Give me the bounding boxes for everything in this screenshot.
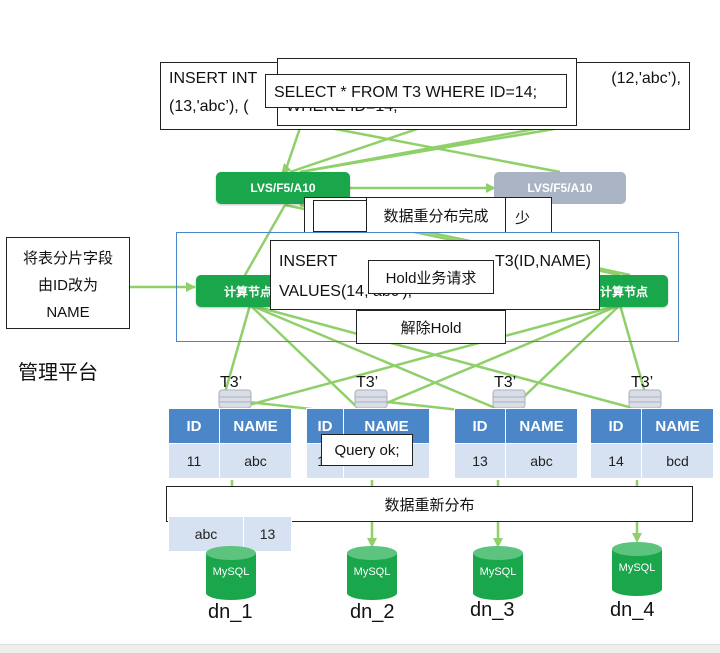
table-cell: 14 <box>590 443 642 479</box>
table-header-id: ID <box>168 408 220 444</box>
redistribute-bar-text: 数据重新分布 <box>384 496 475 514</box>
insert-line1-right: (12,'abc’), <box>611 70 681 87</box>
release-hold-text: 解除Hold <box>400 319 462 337</box>
management-platform-label: 管理平台 <box>18 362 98 384</box>
data-node-label: dn_3 <box>470 599 515 621</box>
release-hold-box: 解除Hold <box>356 310 506 344</box>
mysql-database-icon <box>347 546 397 600</box>
compute-node-right-label: 计算节点 <box>599 284 648 299</box>
table-header-id: ID <box>590 408 642 444</box>
query-ok-text: Query ok; <box>334 441 400 459</box>
mysql-database-icon <box>612 542 662 596</box>
select-text: SELECT * FROM T3 WHERE ID=14; <box>274 84 538 101</box>
table-label-1: T3’ <box>220 374 243 391</box>
select-statement-box: SELECT * FROM T3 WHERE ID=14; <box>265 74 567 108</box>
data-node-label: dn_4 <box>610 599 655 621</box>
table-cell: bcd <box>641 443 714 479</box>
table-label-2: T3’ <box>356 374 379 391</box>
hold-box: Hold业务请求 <box>368 260 494 294</box>
compute-node-left-label: 计算节点 <box>223 284 272 299</box>
shard-change-note: 将表分片字段由ID改为NAME <box>6 237 130 329</box>
redistribution-complete-text: 数据重分布完成 <box>383 207 489 225</box>
table-icon <box>218 389 252 409</box>
redistribution-back-tail: 少 <box>515 210 531 227</box>
table-header-name: NAME <box>505 408 578 444</box>
table-icon <box>492 389 526 409</box>
table-cell: 13 <box>454 443 506 479</box>
table-cell: abc <box>219 443 292 479</box>
query-ok-box: Query ok; <box>321 434 413 466</box>
insert-line1: INSERT INT <box>169 70 258 87</box>
data-node-label: dn_1 <box>208 601 253 623</box>
mysql-label: MySQL <box>618 562 656 574</box>
table-header-name: NAME <box>219 408 292 444</box>
mysql-label: MySQL <box>353 566 391 578</box>
mysql-label: MySQL <box>212 566 250 578</box>
bottom-divider <box>0 644 720 653</box>
compute-insert-line1-tail: T3(ID,NAME) <box>495 253 591 270</box>
redistribution-complete-box <box>313 200 367 232</box>
table-icon <box>628 389 662 409</box>
mysql-database-icon <box>473 546 523 600</box>
insert-line2: (13,'abc’), ( <box>169 98 249 115</box>
table-label-3: T3’ <box>494 374 517 391</box>
shard-change-text: 将表分片字段由ID改为NAME <box>22 250 113 321</box>
table-cell: 13 <box>243 516 292 552</box>
table-header-name: NAME <box>641 408 714 444</box>
table-cell: abc <box>168 516 244 552</box>
table-cell: abc <box>505 443 578 479</box>
mysql-label: MySQL <box>479 566 517 578</box>
mysql-database-icon <box>206 546 256 600</box>
lvs-primary-label: LVS/F5/A10 <box>250 181 316 195</box>
table-label-4: T3’ <box>631 374 654 391</box>
redistribution-complete-label: 数据重分布完成 <box>366 197 506 233</box>
table-cell: 11 <box>168 443 220 479</box>
table-icon <box>354 389 388 409</box>
hold-text: Hold业务请求 <box>385 269 477 287</box>
table-header-id: ID <box>454 408 506 444</box>
lvs-standby-label: LVS/F5/A10 <box>527 181 593 195</box>
data-node-label: dn_2 <box>350 601 395 623</box>
compute-insert-line1: INSERT <box>279 253 338 270</box>
